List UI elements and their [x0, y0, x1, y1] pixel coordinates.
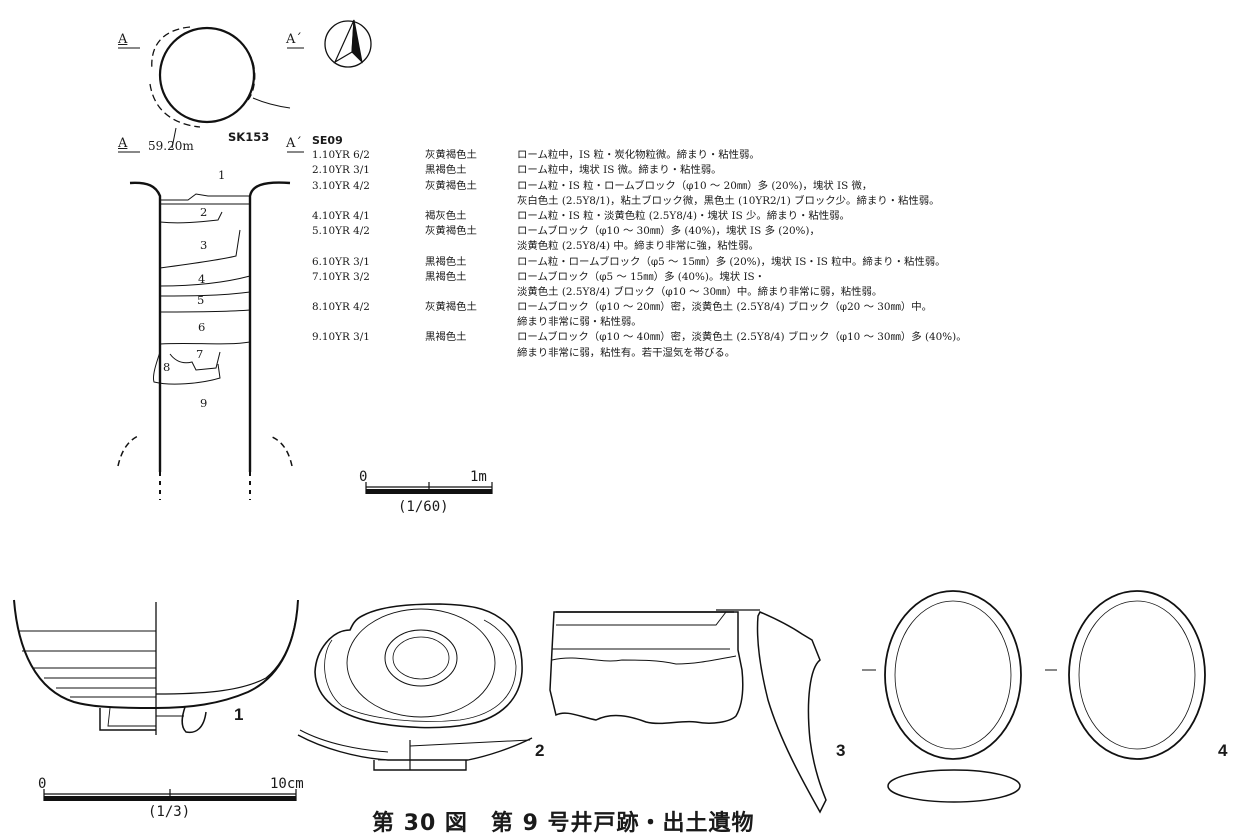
layer-number-9: 9	[200, 396, 208, 410]
legend-soil-name: 黒褐色土	[425, 331, 467, 344]
legend-row: 1.10YR 6/2 灰黄褐色土 ローム粒中，IS 粒・炭化物粒微。締まり・粘性弱。	[312, 148, 760, 163]
layer-number-5: 5	[197, 293, 205, 307]
artifact-3-sherd	[549, 609, 827, 814]
legend-soil-name: 灰黄褐色土	[425, 225, 477, 238]
layer-number-3: 3	[200, 238, 208, 252]
legend-layer-code: 7.10YR 3/2	[312, 270, 370, 283]
legend-description: 淡黄色土 (2.5Y8/4) ブロック（φ10 ～ 30㎜）中。締まり非常に弱，…	[517, 285, 883, 298]
legend-row: 8.10YR 4/2 灰黄褐色土 ロームブロック（φ10 ～ 20㎜）密，淡黄色土 …	[312, 300, 932, 315]
feature-label: SK153	[228, 130, 270, 144]
legend-layer-code: 3.10YR 4/2	[312, 179, 370, 192]
scale-feature-end: 1m	[470, 469, 487, 485]
legend-description: ロームブロック（φ10 ～ 30㎜）多 (40%)，塊状 IS 多 (20%)，	[517, 225, 820, 238]
north-arrow-icon	[324, 19, 372, 68]
artifact-number-1: 1	[234, 705, 244, 724]
plan-section-label-left: A	[118, 32, 128, 47]
legend-layer-code: 4.10YR 4/1	[312, 209, 370, 222]
legend-description: ロームブロック（φ10 ～ 20㎜）密，淡黄色土 (2.5Y8/4) ブロック（…	[517, 301, 933, 314]
legend-row: 9.10YR 3/1 黒褐色土 ロームブロック（φ10 ～ 40㎜）密，淡黄色土 (…	[312, 330, 967, 345]
scale-bar-feature	[365, 482, 493, 494]
scale-artifact-end: 10cm	[270, 776, 304, 792]
legend-row: 淡黄色土 (2.5Y8/4) ブロック（φ10 ～ 30㎜）中。締まり非常に弱，…	[312, 285, 882, 300]
legend-soil-name: 灰黄褐色土	[425, 149, 477, 162]
scale-artifact-start: 0	[38, 776, 47, 792]
legend-description: ローム粒・IS 粒・ロームブロック（φ10 ～ 20㎜）多 (20%)，塊状 I…	[517, 179, 873, 192]
legend-soil-name: 黒褐色土	[425, 164, 467, 177]
legend-description: ロームブロック（φ5 ～ 15㎜）多 (40%)。塊状 IS・	[517, 270, 766, 283]
soil-legend: SE09 1.10YR 6/2 灰黄褐色土 ローム粒中，IS 粒・炭化物粒微。締まり…	[312, 133, 967, 361]
layer-number-1: 1	[218, 168, 226, 182]
layer-number-4: 4	[198, 272, 206, 286]
legend-layer-code: 8.10YR 4/2	[312, 301, 370, 314]
layer-number-8: 8	[163, 360, 171, 374]
artifact-2-dish	[297, 603, 533, 771]
legend-description: ローム粒・IS 粒・淡黄色粒 (2.5Y8/4)・塊状 IS 少。締まり・粘性弱…	[517, 209, 850, 222]
legend-description: 灰白色土 (2.5Y8/1)，粘土ブロック微，黒色土 (10YR2/1) ブロッ…	[517, 194, 940, 207]
layer-number-2: 2	[200, 205, 208, 219]
well-outline-plan	[158, 26, 256, 124]
legend-row: 灰白色土 (2.5Y8/1)，粘土ブロック微，黒色土 (10YR2/1) ブロッ…	[312, 194, 940, 209]
scale-artifact-ratio: (1/3)	[148, 804, 191, 820]
legend-description: ローム粒中，IS 粒・炭化物粒微。締まり・粘性弱。	[517, 149, 760, 162]
scale-feature-start: 0	[359, 469, 368, 485]
legend-row: 4.10YR 4/1 褐灰色土 ローム粒・IS 粒・淡黄色粒 (2.5Y8/4)・塊…	[312, 209, 850, 224]
legend-row: 淡黄色粒 (2.5Y8/4) 中。締まり非常に強，粘性弱。	[312, 239, 759, 254]
section-label-right: A´	[286, 136, 302, 151]
legend-soil-name: 黒褐色土	[425, 270, 467, 283]
section-view	[117, 181, 293, 500]
legend-soil-name: 黒褐色土	[425, 255, 467, 268]
artifact-number-2: 2	[535, 741, 545, 760]
figure-caption: 第 30 図 第 9 号井戸跡・出土遺物	[372, 811, 755, 836]
legend-soil-name: 褐灰色土	[425, 209, 467, 222]
legend-soil-name: 灰黄褐色土	[425, 301, 477, 314]
section-elevation: 59.20m	[148, 139, 194, 153]
artifact-number-4: 4	[1218, 741, 1228, 760]
section-label-left: A	[118, 136, 128, 151]
layer-number-6: 6	[198, 320, 206, 334]
scale-feature-ratio: (1/60)	[398, 499, 449, 515]
legend-layer-code: 1.10YR 6/2	[312, 149, 370, 162]
legend-layer-code: 6.10YR 3/1	[312, 255, 370, 268]
adjacent-pit-edge	[252, 97, 291, 109]
legend-layer-code: 5.10YR 4/2	[312, 225, 370, 238]
legend-description: ローム粒中，塊状 IS 微。締まり・粘性弱。	[517, 164, 722, 177]
legend-row: 締まり非常に弱・粘性弱。	[312, 315, 642, 330]
pit-outline-dashed	[149, 26, 201, 128]
legend-description: ローム粒・ロームブロック（φ5 ～ 15㎜）多 (20%)，塊状 IS・IS 粒…	[517, 255, 946, 268]
pit-outline-dashed-right	[247, 51, 256, 101]
legend-rows: 1.10YR 6/2 灰黄褐色土 ローム粒中，IS 粒・炭化物粒微。締まり・粘性弱。…	[312, 148, 967, 361]
legend-description: ロームブロック（φ10 ～ 40㎜）密，淡黄色土 (2.5Y8/4) ブロック（…	[517, 331, 967, 344]
adjacent-line	[171, 127, 177, 149]
legend-soil-name: 灰黄褐色土	[425, 179, 477, 192]
artifact-1-bowl	[13, 599, 299, 735]
legend-row: 5.10YR 4/2 灰黄褐色土 ロームブロック（φ10 ～ 30㎜）多 (40%)…	[312, 224, 820, 239]
layer-number-7: 7	[196, 347, 204, 361]
legend-row: 3.10YR 4/2 灰黄褐色土 ローム粒・IS 粒・ロームブロック（φ10 ～ 2…	[312, 179, 872, 194]
plan-view	[118, 26, 304, 149]
legend-description: 締まり非常に弱・粘性弱。	[517, 316, 642, 329]
legend-title: SE09	[312, 134, 343, 147]
artifact-number-3: 3	[836, 741, 846, 760]
legend-layer-code: 9.10YR 3/1	[312, 331, 370, 344]
legend-row: 6.10YR 3/1 黒褐色土 ローム粒・ロームブロック（φ5 ～ 15㎜）多 (2…	[312, 255, 946, 270]
legend-layer-code: 2.10YR 3/1	[312, 164, 370, 177]
artifact-4-stone	[862, 590, 1206, 803]
legend-row: 7.10YR 3/2 黒褐色土 ロームブロック（φ5 ～ 15㎜）多 (40%)。塊…	[312, 270, 765, 285]
legend-description: 締まり非常に弱，粘性有。若干湿気を帯びる。	[517, 346, 736, 359]
legend-row: 締まり非常に弱，粘性有。若干湿気を帯びる。	[312, 346, 735, 361]
plan-section-label-right: A´	[286, 32, 302, 47]
legend-row: 2.10YR 3/1 黒褐色土 ローム粒中，塊状 IS 微。締まり・粘性弱。	[312, 163, 722, 178]
legend-description: 淡黄色粒 (2.5Y8/4) 中。締まり非常に強，粘性弱。	[517, 240, 759, 253]
scale-bar-artifact	[43, 789, 297, 801]
